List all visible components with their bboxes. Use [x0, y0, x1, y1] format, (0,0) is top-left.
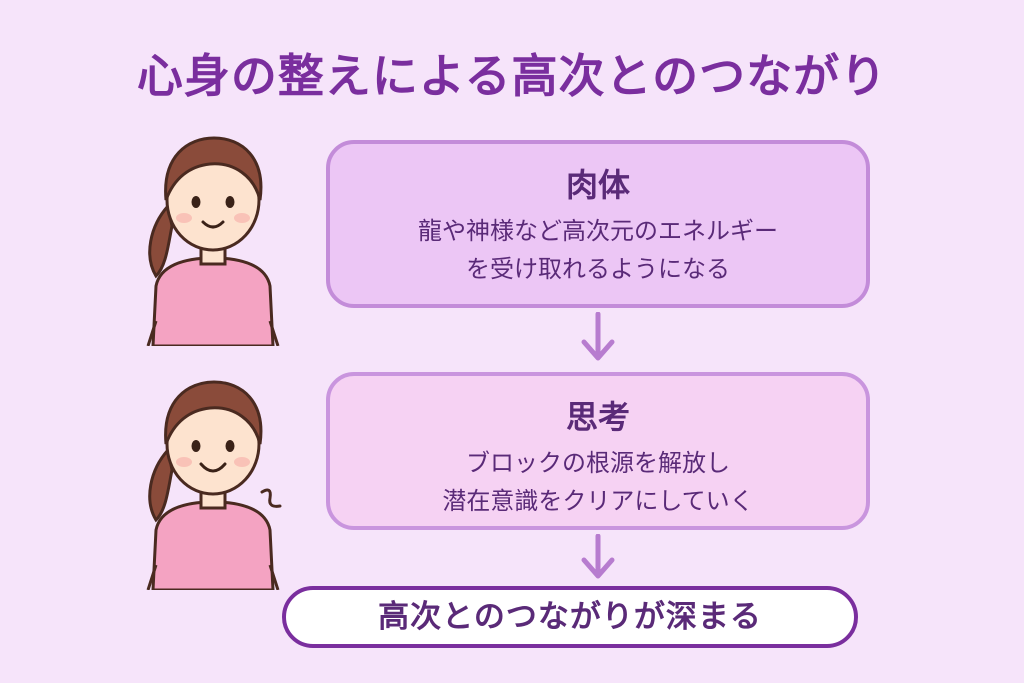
arrow-down-icon	[581, 312, 615, 361]
step-body-line: ブロックの根源を解放し	[466, 449, 730, 477]
step-body-line: 潜在意識をクリアにしていく	[442, 487, 754, 515]
step-heading-thought: 思考	[565, 398, 630, 436]
step-box-thought: 思考 ブロックの根源を解放し 潜在意識をクリアにしていく	[326, 372, 870, 530]
girl-illustration	[146, 136, 280, 346]
step-body-thought: ブロックの根源を解放し 潜在意識をクリアにしていく	[330, 444, 866, 520]
step-body-line: を受け取れるようになる	[466, 255, 730, 283]
step-body-flesh: 龍や神様など高次元のエネルギー を受け取れるようになる	[330, 212, 866, 288]
arrow-down-icon	[581, 534, 615, 579]
step-body-line: 龍や神様など高次元のエネルギー	[418, 217, 778, 245]
page-title: 心身の整えによる高次とのつながり	[136, 49, 888, 103]
step-heading-flesh: 肉体	[565, 166, 630, 204]
result-pill: 高次とのつながりが深まる	[282, 586, 858, 648]
step-box-flesh: 肉体 龍や神様など高次元のエネルギー を受け取れるようになる	[326, 140, 870, 308]
girl-illustration-smiling	[146, 380, 282, 590]
